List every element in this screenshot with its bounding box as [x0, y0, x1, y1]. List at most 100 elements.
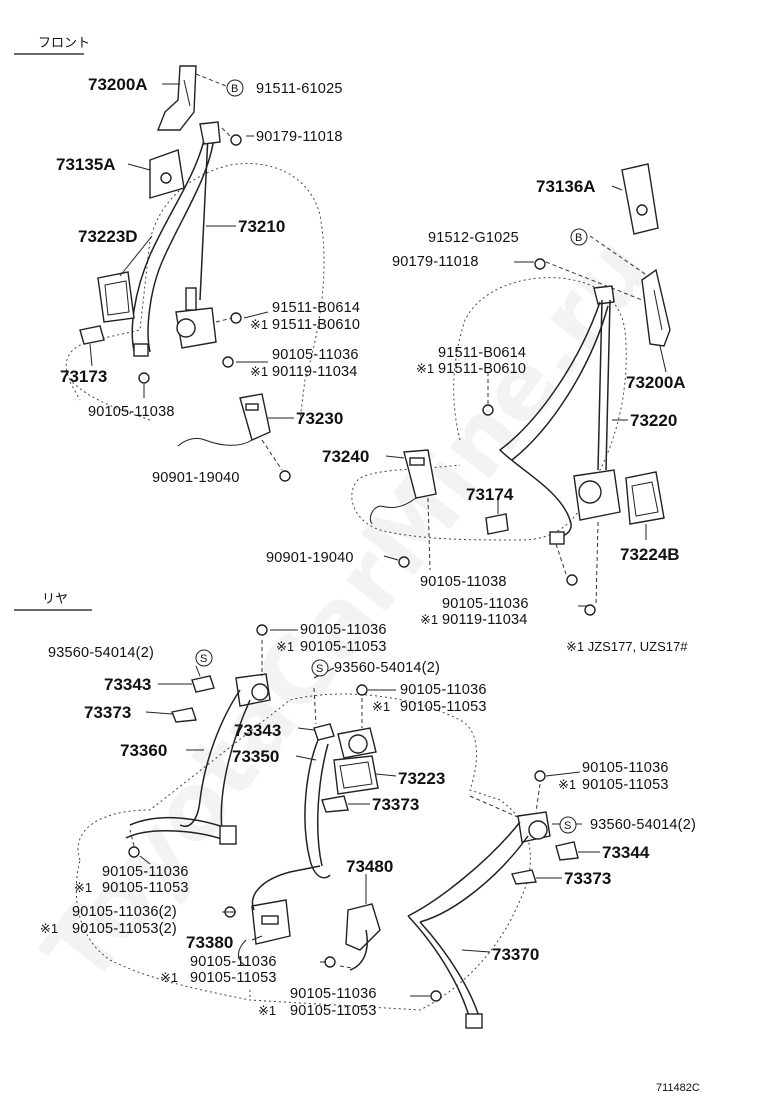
ref-73343-mid: 73343 — [234, 721, 281, 740]
front-left-anchor-detail — [183, 79, 191, 107]
rear-bolt-d — [128, 846, 140, 858]
rear-center-belt-1 — [304, 739, 331, 879]
ref-73200a-left: 73200A — [88, 75, 148, 94]
badge-s-right — [559, 816, 577, 834]
note-mark-c: ※1 — [558, 777, 576, 792]
front-right-shoulder-anchor — [593, 285, 615, 305]
front-right-cover-hole — [636, 204, 648, 216]
pn-90105-11038-right: 90105-11038 — [420, 574, 507, 590]
badge-b-left-text: B — [231, 83, 238, 95]
front-left-bolt-top — [230, 134, 242, 146]
front-left-anchor-plate — [133, 343, 149, 357]
rear-buckle-73480 — [345, 903, 381, 951]
front-right-cover — [621, 163, 659, 235]
badge-s-mid — [311, 659, 329, 677]
rear-leaders — [129, 629, 600, 1000]
front-right-anchor-adjuster — [641, 268, 671, 347]
rear-right-clip-73373 — [511, 869, 537, 885]
ref-73240: 73240 — [322, 447, 369, 466]
ref-73210: 73210 — [238, 217, 285, 236]
pn-90179-11018-right: 90179-11018 — [392, 254, 479, 270]
pn-90105-11036-f: 90105-11036 — [290, 986, 377, 1002]
ref-73173: 73173 — [60, 367, 107, 386]
front-right-anchor-plate — [549, 531, 565, 545]
pn-91511-b0614-right: 91511-B0614 — [438, 345, 526, 361]
pn-90105-11053-c: 90105-11053 — [582, 777, 669, 793]
ref-73224b: 73224B — [620, 545, 680, 564]
front-left-anchor-cover — [79, 325, 105, 345]
front-left-buckle-wire — [177, 437, 253, 447]
front-right-belt-diagonal — [498, 301, 601, 537]
front-left-buckle — [239, 393, 271, 441]
pn-90105-11036-a: 90105-11036 — [300, 622, 387, 638]
rear-labels: 90105-11036 ※1 90105-11053 93560-54014(2… — [40, 622, 696, 1019]
rear-center-trim-inner — [339, 761, 373, 789]
front-left-belt-assembly — [65, 65, 325, 482]
rear-buckle-73380-wire — [238, 939, 247, 967]
note-mark-f: ※1 — [258, 1003, 276, 1018]
front-right-bolt-mid — [482, 404, 494, 416]
note-mark-91511-b0610-left: ※1 — [250, 317, 268, 332]
front-left-pillar-trim-inner — [104, 280, 130, 316]
ref-73344: 73344 — [602, 843, 650, 862]
pn-91511-b0610-left: 91511-B0610 — [272, 317, 360, 333]
front-left-pillar-trim — [97, 271, 135, 323]
rear-left-guide-roller — [251, 683, 269, 701]
front-right-anchor-detail — [653, 289, 663, 331]
front-left-cover-hole — [160, 172, 172, 184]
front-left-bolt-lower — [222, 356, 234, 368]
front-left-bolt-anchor — [138, 372, 150, 384]
pn-90105-11036-right: 90105-11036 — [442, 596, 529, 612]
pn-90119-11034-right: 90119-11034 — [442, 612, 528, 628]
badge-s-left-text: S — [200, 653, 207, 665]
ref-73220: 73220 — [630, 411, 677, 430]
rear-center-clip-73373 — [321, 795, 349, 813]
front-left-buckle-slot — [245, 403, 259, 411]
rear-buckle-73380-latch — [261, 915, 279, 925]
rear-center-retractor-spool — [348, 734, 368, 754]
rear-buckle-73480-strap — [349, 929, 368, 971]
badge-s-mid-text: S — [316, 663, 323, 675]
badge-b-left — [226, 79, 244, 97]
ref-73174: 73174 — [466, 485, 514, 504]
front-labels: 73200A B 91511-61025 90179-11018 73135A … — [56, 75, 686, 628]
rear-left-retractor — [219, 825, 237, 845]
rear-right-anchor — [465, 1013, 483, 1029]
rear-bolt-c — [534, 770, 546, 782]
front-right-bolt-top — [534, 258, 546, 270]
note-mark-90119-11034-right: ※1 — [420, 612, 438, 627]
front-right-pillar-trim-inner — [631, 481, 659, 517]
front-left-belt-vertical — [199, 134, 209, 301]
rear-left-clip-73373 — [171, 707, 197, 723]
pn-93560-54014-2-right: 93560-54014(2) — [590, 817, 696, 833]
ref-73360: 73360 — [120, 741, 167, 760]
rear-belt-assembly — [75, 624, 579, 1029]
illustration-code: 711482C — [656, 1082, 700, 1094]
front-left-bolt-buckle — [279, 470, 291, 482]
ref-73380: 73380 — [186, 933, 233, 952]
ref-73200a-right: 73200A — [626, 373, 686, 392]
section-rear-label: リヤ — [42, 591, 68, 606]
rear-buckle-73380-strap — [251, 865, 321, 911]
rear-right-guide-roller — [528, 820, 548, 840]
ref-73343-left: 73343 — [104, 675, 151, 694]
pn-91511-61025: 91511-61025 — [256, 81, 343, 97]
front-right-bolt-buckle — [398, 556, 410, 568]
rear-bolt-g — [430, 990, 442, 1002]
pn-90179-11018-top: 90179-11018 — [256, 129, 343, 145]
note-mark-d: ※1 — [74, 880, 92, 895]
rear-right-belt-4 — [419, 921, 481, 1021]
front-right-pillar-trim — [625, 471, 665, 525]
note-mark-e: ※1 — [160, 970, 178, 985]
front-right-belt-vertical-2 — [605, 299, 611, 471]
front-left-retractor — [175, 307, 217, 349]
front-right-buckle-wire — [369, 497, 417, 525]
section-front-label: フロント — [38, 35, 90, 50]
badge-b-right-text: B — [575, 232, 582, 244]
rear-mid-clip-73343 — [313, 723, 335, 741]
rear-center-belt-2 — [317, 743, 329, 867]
ref-73370: 73370 — [492, 945, 539, 964]
note-mark-90119-11034-left: ※1 — [250, 364, 268, 379]
pn-90105-11036-left: 90105-11036 — [272, 347, 359, 363]
